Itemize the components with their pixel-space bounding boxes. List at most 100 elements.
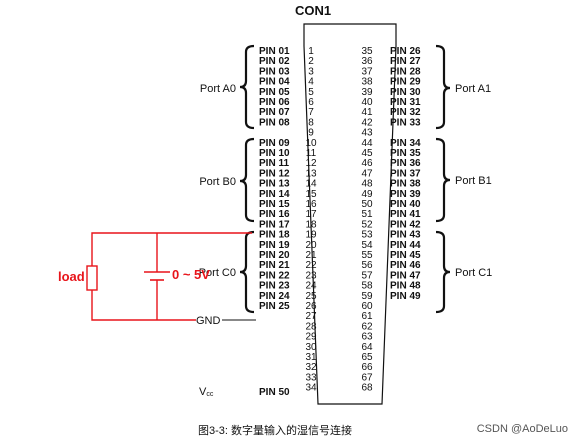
- pin-number-37: 37: [361, 66, 373, 77]
- pin-number-23: 23: [305, 270, 317, 281]
- pin-label-47: PIN 47: [390, 270, 421, 281]
- right-pin-numbers: 3536373839404142434445464748495051525354…: [361, 46, 373, 394]
- pin-number-31: 31: [305, 352, 317, 363]
- pin-label-10: PIN 10: [259, 148, 290, 159]
- brace-port-a0: [239, 44, 255, 130]
- circuit-bottom-wire: [91, 290, 196, 321]
- port-label-c0: Port C0: [199, 267, 236, 279]
- pin-label-46: PIN 46: [390, 260, 421, 271]
- left-pin-numbers: 1234567891011121314151617181920212223242…: [305, 46, 317, 394]
- pin-number-27: 27: [305, 311, 317, 322]
- pin-number-45: 45: [361, 148, 373, 159]
- pin-number-6: 6: [308, 97, 314, 108]
- pin-number-42: 42: [361, 117, 373, 128]
- pin-number-51: 51: [361, 209, 373, 220]
- pin-label-49: PIN 49: [390, 291, 421, 302]
- pin-number-5: 5: [308, 87, 314, 98]
- pin-label-25: PIN 25: [259, 301, 290, 312]
- pin-number-41: 41: [361, 107, 373, 118]
- pin-label-11: PIN 11: [259, 158, 289, 169]
- pin-label-26: PIN 26: [390, 46, 421, 57]
- brace-port-a1: [435, 44, 451, 130]
- pin-label-08: PIN 08: [259, 117, 290, 128]
- pin-number-11: 11: [306, 148, 317, 159]
- pin-number-7: 7: [308, 107, 314, 118]
- pin-number-12: 12: [305, 158, 317, 169]
- pin-label-16: PIN 16: [259, 209, 290, 220]
- port-label-a0: Port A0: [200, 83, 236, 95]
- pin-number-61: 61: [361, 311, 373, 322]
- pin-number-60: 60: [361, 301, 373, 312]
- pin-label-31: PIN 31: [390, 97, 421, 108]
- pin-number-25: 25: [305, 291, 317, 302]
- pin-number-68: 68: [361, 383, 373, 394]
- pin-number-33: 33: [305, 372, 317, 383]
- pin-number-29: 29: [305, 332, 317, 343]
- pin-number-10: 10: [305, 138, 317, 149]
- pin-label-42: PIN 42: [390, 219, 421, 230]
- pin-label-17: PIN 17: [259, 219, 290, 230]
- pin-number-19: 19: [305, 230, 317, 241]
- pin-label-01: PIN 01: [259, 46, 290, 57]
- pin-label-48: PIN 48: [390, 281, 421, 292]
- pin-number-36: 36: [361, 56, 373, 67]
- pin-number-44: 44: [361, 138, 373, 149]
- pin-number-28: 28: [305, 321, 317, 332]
- pin-number-8: 8: [308, 117, 314, 128]
- pin-number-21: 21: [305, 250, 317, 261]
- pin-number-22: 22: [305, 260, 317, 271]
- pin-number-53: 53: [361, 230, 373, 241]
- pin-label-32: PIN 32: [390, 107, 421, 118]
- pin-label-35: PIN 35: [390, 148, 421, 159]
- pin-number-14: 14: [305, 179, 317, 190]
- pin-label-06: PIN 06: [259, 97, 290, 108]
- pin-number-38: 38: [361, 77, 373, 88]
- pin-label-39: PIN 39: [390, 189, 421, 200]
- pin-number-58: 58: [361, 281, 373, 292]
- pin-number-9: 9: [308, 128, 314, 139]
- brace-port-b0: [239, 137, 255, 223]
- pin-number-62: 62: [361, 321, 373, 332]
- wet-signal-circuit: [86, 232, 252, 321]
- pin-number-18: 18: [305, 219, 317, 230]
- pin-number-15: 15: [305, 189, 317, 200]
- pin-number-47: 47: [361, 168, 373, 179]
- pin-number-64: 64: [361, 342, 373, 353]
- pin-label-30: PIN 30: [390, 87, 421, 98]
- figure-caption: 图3-3: 数字量输入的湿信号连接: [198, 423, 352, 437]
- pin-label-45: PIN 45: [390, 250, 421, 261]
- pin-number-54: 54: [361, 240, 373, 251]
- pin-number-67: 67: [361, 372, 373, 383]
- pin-label-14: PIN 14: [259, 189, 290, 200]
- pin-number-66: 66: [361, 362, 373, 373]
- pin-number-43: 43: [361, 128, 373, 139]
- pin-label-33: PIN 33: [390, 117, 421, 128]
- pin-label-03: PIN 03: [259, 66, 290, 77]
- pin-number-39: 39: [361, 87, 373, 98]
- pin-label-40: PIN 40: [390, 199, 421, 210]
- pin-label-20: PIN 20: [259, 250, 290, 261]
- pin-number-26: 26: [305, 301, 317, 312]
- pin-label-09: PIN 09: [259, 138, 290, 149]
- pin-50-label: PIN 50: [259, 387, 290, 398]
- pin-label-18: PIN 18: [259, 230, 290, 241]
- pin-number-35: 35: [361, 46, 373, 57]
- pin-label-27: PIN 27: [390, 56, 421, 67]
- pin-number-52: 52: [361, 219, 373, 230]
- pin-number-17: 17: [305, 209, 317, 220]
- port-label-b1: Port B1: [455, 175, 492, 187]
- brace-port-b1: [435, 137, 451, 223]
- pin-label-24: PIN 24: [259, 291, 290, 302]
- pin-label-12: PIN 12: [259, 168, 290, 179]
- pin-number-57: 57: [361, 270, 373, 281]
- pin-number-49: 49: [361, 189, 373, 200]
- pin-number-46: 46: [361, 158, 373, 169]
- port-label-b0: Port B0: [199, 176, 236, 188]
- pin-number-65: 65: [361, 352, 373, 363]
- pin-number-34: 34: [305, 383, 317, 394]
- connector-body: [303, 23, 397, 405]
- pin-number-13: 13: [305, 168, 317, 179]
